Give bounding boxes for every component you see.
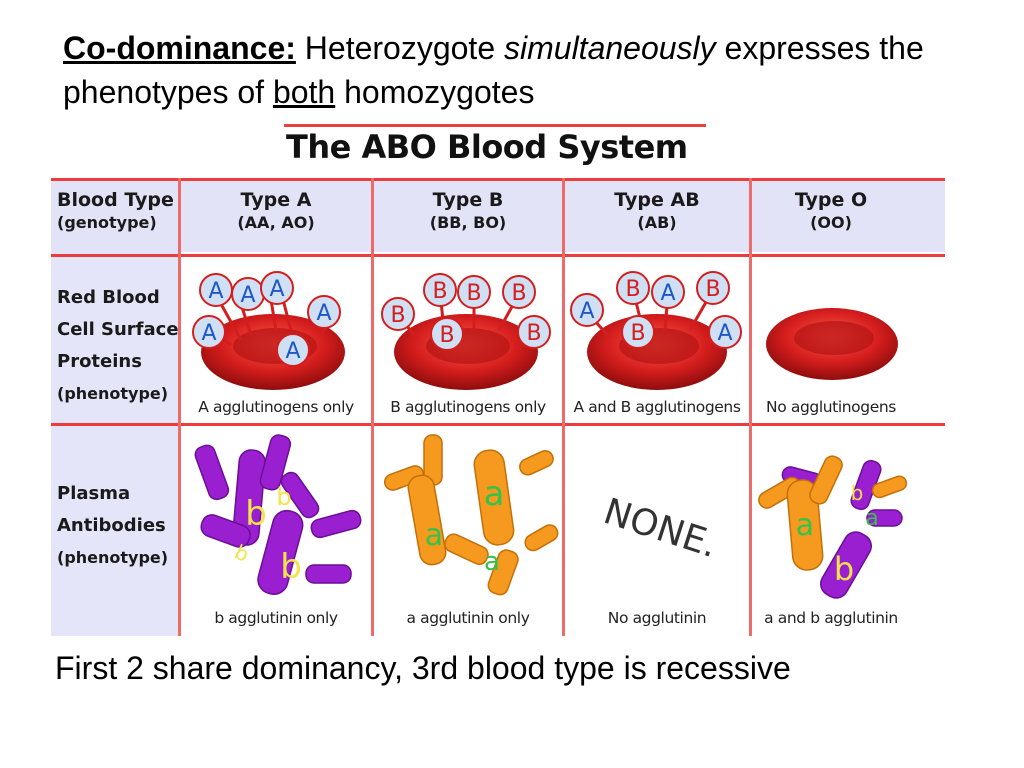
plasma-label-line: Plasma bbox=[57, 483, 131, 504]
plasma-caption-type-o: a and b agglutinin bbox=[764, 609, 898, 627]
antigen-b-label: B bbox=[466, 281, 481, 306]
grid-line-v1 bbox=[178, 178, 181, 636]
heading-italic: simultaneously bbox=[504, 30, 716, 66]
antibody-a-label: a bbox=[796, 508, 814, 543]
antigen-a-label: A bbox=[208, 279, 223, 304]
rbc-caption-type-ab: A and B agglutinogens bbox=[573, 398, 741, 416]
antigen-b-label: B bbox=[511, 281, 526, 306]
heading-text-3: homozygotes bbox=[335, 74, 535, 110]
grid-line-v4 bbox=[749, 178, 752, 636]
heading-label: Co-dominance: bbox=[63, 30, 296, 66]
antibody-b-label: b bbox=[276, 483, 291, 511]
antigen-b-label: B bbox=[432, 279, 447, 304]
grid-line-v3 bbox=[562, 178, 565, 636]
header-type-o: Type O (OO) bbox=[752, 188, 910, 234]
antigen-b-label: B bbox=[526, 321, 541, 346]
slide-heading: Co-dominance: Heterozygote simultaneousl… bbox=[63, 26, 963, 114]
antibody-type-o-illustration: a a b b bbox=[758, 455, 908, 599]
slide-footer: First 2 share dominancy, 3rd blood type … bbox=[55, 650, 791, 686]
antibody-a-label: a bbox=[484, 547, 500, 577]
rbc-label-line: Cell Surface bbox=[57, 319, 179, 340]
grid-line-middle bbox=[51, 423, 945, 426]
header-label-sub: (genotype) bbox=[57, 213, 157, 232]
type-a-genotype: (AA, AO) bbox=[237, 213, 315, 232]
antibody-type-b-illustration: a a a bbox=[383, 434, 559, 596]
grid-line-top bbox=[51, 178, 945, 181]
antibody-a-label: a bbox=[484, 474, 505, 514]
header-type-ab: Type AB (AB) bbox=[565, 188, 749, 234]
antigen-a-label: A bbox=[579, 299, 594, 324]
antigen-a-label: A bbox=[240, 283, 255, 308]
antigen-a-label: A bbox=[269, 277, 284, 302]
header-type-a: Type A (AA, AO) bbox=[181, 188, 371, 234]
grid-line-v2 bbox=[371, 178, 374, 636]
red-blood-cell bbox=[394, 314, 538, 390]
type-o-genotype: (OO) bbox=[810, 213, 852, 232]
antigen-b-label: B bbox=[390, 303, 405, 328]
antibody-b-label: b bbox=[245, 494, 267, 534]
rbc-label-line: Proteins bbox=[57, 351, 142, 372]
title-rule bbox=[284, 124, 706, 127]
header-label: Blood Type bbox=[57, 189, 174, 211]
antibody-a-label: a bbox=[425, 518, 443, 553]
heading-text-2: expresses the phenotypes of bbox=[63, 30, 924, 110]
header-type-b: Type B (BB, BO) bbox=[374, 188, 562, 234]
header-band bbox=[51, 178, 945, 252]
antibody-b-label: b bbox=[280, 547, 302, 587]
rbc-type-a-illustration: A A A A A A bbox=[192, 271, 345, 390]
table-title: The ABO Blood System bbox=[286, 128, 688, 166]
type-b-name: Type B bbox=[432, 189, 504, 211]
red-blood-cell bbox=[587, 314, 727, 390]
rbc-type-o-illustration bbox=[766, 308, 898, 380]
plasma-caption-type-b: a agglutinin only bbox=[406, 609, 530, 627]
plasma-label-line: Antibodies bbox=[57, 515, 166, 536]
type-ab-genotype: (AB) bbox=[637, 213, 677, 232]
antibody-type-ab-illustration: NONE. bbox=[599, 491, 722, 566]
type-o-name: Type O bbox=[794, 189, 868, 211]
antigen-b-label: B bbox=[439, 323, 454, 348]
antigen-a-label: A bbox=[285, 339, 300, 364]
antigen-a-label: A bbox=[660, 281, 675, 306]
grid-line-header bbox=[51, 254, 945, 257]
rbc-type-ab-illustration: B A B A B A bbox=[570, 271, 742, 390]
antigen-b-label: B bbox=[625, 277, 640, 302]
rbc-row-label: Red Blood Cell Surface Proteins (phenoty… bbox=[57, 282, 179, 410]
antigen-a-label: A bbox=[201, 321, 216, 346]
rbc-caption-type-o: No agglutinogens bbox=[766, 398, 896, 416]
rbc-type-b-illustration: B B B B B B bbox=[381, 273, 551, 390]
header-label-cell: Blood Type (genotype) bbox=[57, 188, 177, 234]
antibody-a-label: a bbox=[865, 506, 878, 531]
abo-table: Blood Type (genotype) Type A (AA, AO) Ty… bbox=[51, 178, 945, 636]
rbc-label-line: Red Blood bbox=[57, 287, 160, 308]
none-label: NONE. bbox=[599, 491, 722, 566]
plasma-label-sub: (phenotype) bbox=[57, 548, 169, 567]
plasma-row-label: Plasma Antibodies (phenotype) bbox=[57, 478, 168, 574]
red-blood-cell bbox=[766, 308, 898, 380]
antigen-b-label: B bbox=[630, 321, 645, 346]
antibody-type-a-illustration: b b b b bbox=[194, 434, 362, 595]
type-a-name: Type A bbox=[240, 189, 312, 211]
type-b-genotype: (BB, BO) bbox=[429, 213, 507, 232]
rbc-label-sub: (phenotype) bbox=[57, 384, 169, 403]
rbc-caption-type-a: A agglutinogens only bbox=[198, 398, 354, 416]
antigen-a-label: A bbox=[316, 301, 331, 326]
antigen-a-label: A bbox=[717, 321, 732, 346]
type-ab-name: Type AB bbox=[614, 189, 700, 211]
heading-underlined: both bbox=[272, 74, 336, 110]
heading-text-1: Heterozygote bbox=[295, 30, 504, 66]
plasma-caption-type-ab: No agglutinin bbox=[607, 609, 707, 627]
plasma-caption-type-a: b agglutinin only bbox=[214, 609, 338, 627]
antibody-b-label: b bbox=[834, 550, 854, 588]
rbc-caption-type-b: B agglutinogens only bbox=[390, 398, 546, 416]
antibody-b-label: b bbox=[851, 481, 864, 505]
antigen-b-label: B bbox=[705, 277, 720, 302]
